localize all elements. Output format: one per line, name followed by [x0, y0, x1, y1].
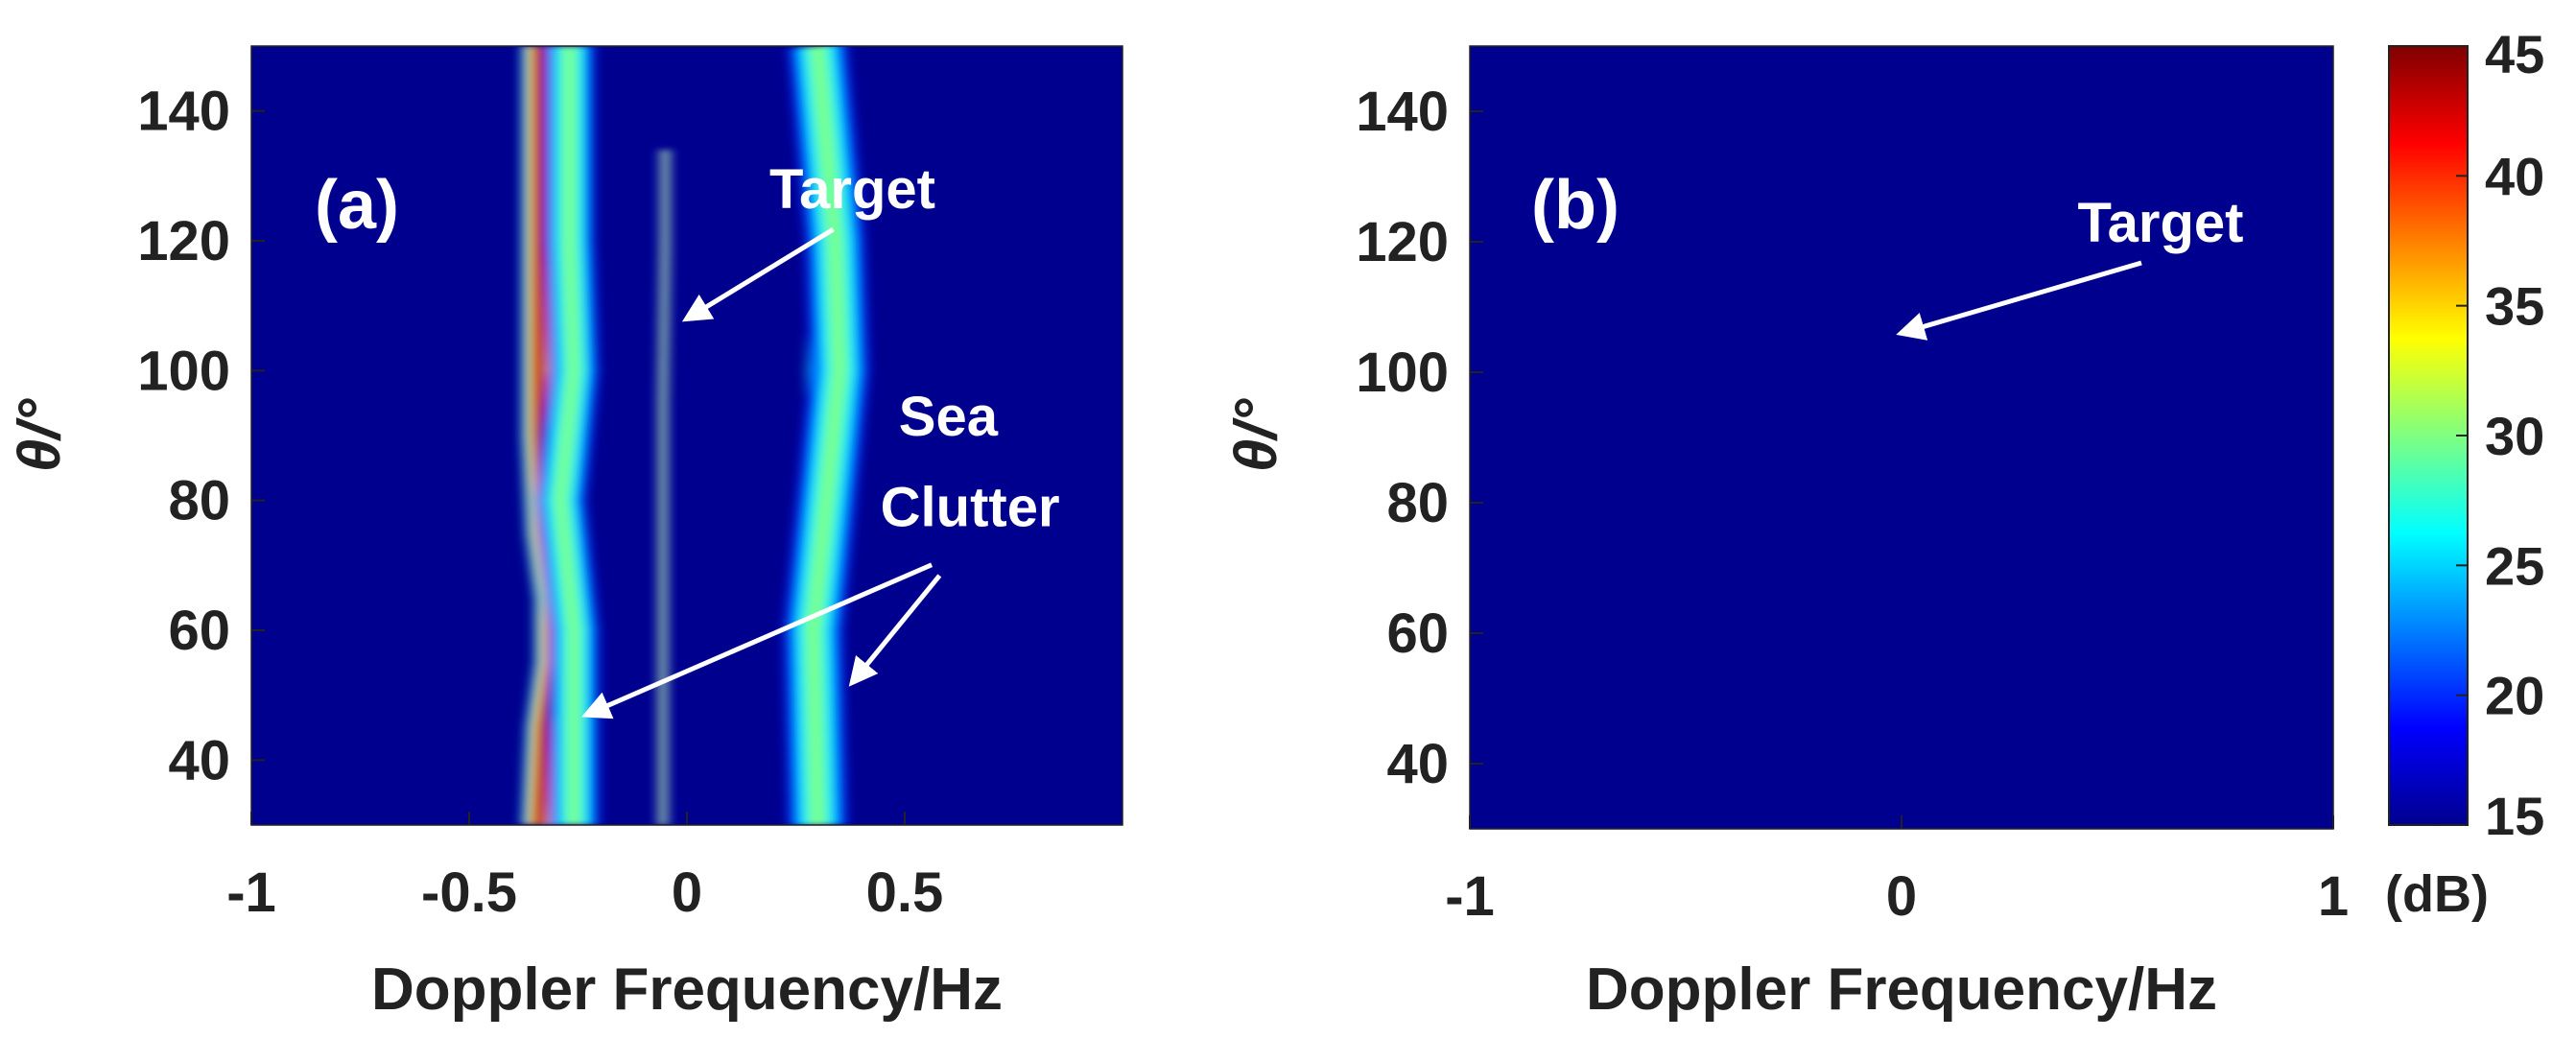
annotation-clutter: Clutter: [881, 477, 1060, 539]
y-tick-label: 120: [137, 210, 230, 272]
y-tick-label: 100: [1356, 342, 1449, 404]
x-tick-label: 0: [672, 861, 702, 924]
panel-b-x-axis-label: Doppler Frequency/Hz: [1586, 956, 2217, 1023]
annotation-arrow-0: [681, 227, 835, 322]
panel-label: (a): [315, 167, 399, 244]
plot-border: [250, 45, 1123, 826]
ridge-target-level-4: [662, 150, 667, 825]
y-tick-label: 120: [1356, 211, 1449, 273]
ridge-sea-clutter-positive-halo-level-4: [807, 46, 846, 825]
ridge-sea-clutter-negative-halo-level-4: [555, 46, 579, 825]
colorbar-tick-label: 35: [2485, 276, 2544, 337]
panel-a-y-ticks: 40 60 80 100 120 140: [137, 81, 265, 791]
annotation-arrow-2: [581, 562, 934, 720]
panel-label: (b): [1531, 167, 1619, 244]
y-tick-label: 40: [168, 729, 230, 791]
x-tick-label: -1: [226, 861, 276, 924]
panel-b-annotations: Target: [1896, 192, 2244, 341]
colorbar: 15 20 25 30 35 40 45 (dB): [2385, 24, 2544, 923]
panel-b-plot-area: [1470, 46, 2333, 829]
y-tick-label: 100: [137, 340, 230, 402]
colorbar-ticks: 15 20 25 30 35 40 45: [2456, 24, 2544, 846]
annotation-target: Target: [769, 158, 935, 221]
annotation-target: Target: [2078, 192, 2244, 254]
x-tick-label: 0: [1886, 865, 1917, 928]
panel-a-y-axis-label: θ/°: [7, 397, 73, 472]
panel-a-heatmap: [522, 46, 869, 825]
plot-border: [1469, 45, 2334, 830]
panel-b-y-ticks: 40 60 80 100 120 140: [1356, 81, 1483, 795]
colorbar-tick-label: 25: [2485, 535, 2544, 596]
y-tick-label: 140: [1356, 81, 1449, 143]
colorbar-tick-label: 40: [2485, 146, 2544, 206]
colorbar-gradient: [2388, 45, 2469, 826]
y-tick-label: 40: [1386, 733, 1449, 795]
colorbar-tick-label: 20: [2485, 666, 2544, 726]
x-tick-label: -0.5: [421, 861, 517, 924]
x-tick-label: 0.5: [866, 861, 944, 924]
colorbar-tick-label: 15: [2485, 786, 2544, 846]
y-tick-label: 80: [168, 470, 230, 532]
y-tick-label: 140: [137, 81, 230, 143]
panel-a-plot-area: [251, 46, 1123, 825]
x-tick-label: 1: [2318, 865, 2349, 928]
y-tick-label: 60: [1386, 602, 1449, 665]
y-tick-label: 80: [1386, 472, 1449, 534]
colorbar-tick-label: 30: [2485, 406, 2544, 466]
colorbar-unit-label: (dB): [2385, 865, 2489, 923]
panel-b-x-ticks: -1 0 1: [1445, 815, 2349, 928]
y-tick-label: 60: [168, 600, 230, 662]
annotation-sea: Sea: [899, 386, 999, 448]
panel-b: Target -1 0 1 40 60 80 100 120 140 Doppler Freq…: [1223, 45, 2349, 1023]
annotation-arrow-0: [1896, 260, 2142, 341]
x-tick-label: -1: [1445, 865, 1495, 928]
panel-a-x-ticks: -1 -0.5 0 0.5: [226, 812, 943, 924]
panel-a-x-axis-label: Doppler Frequency/Hz: [371, 956, 1003, 1023]
panel-b-y-axis-label: θ/°: [1223, 397, 1289, 472]
colorbar-tick-label: 45: [2485, 24, 2544, 84]
annotation-arrow-3: [848, 574, 942, 687]
